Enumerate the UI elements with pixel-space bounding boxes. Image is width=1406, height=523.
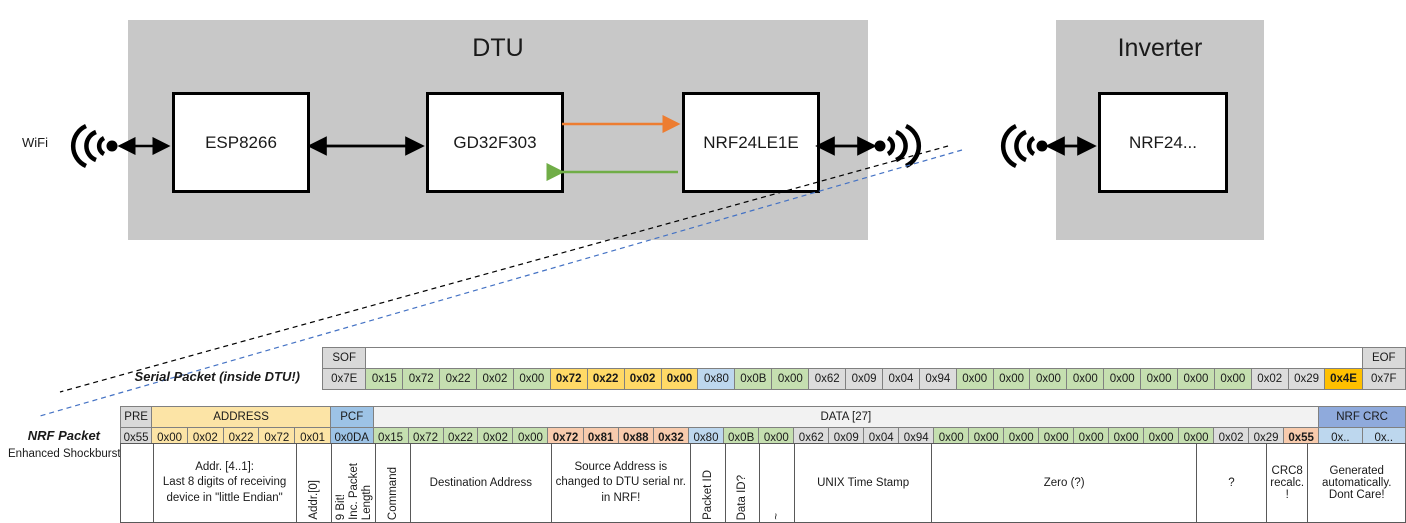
- note-command: Command: [375, 443, 411, 523]
- serial-header-row: SOF EOF: [321, 347, 1406, 369]
- block-diagram: DTU Inverter ESP8266 GD32F303 NRF24LE1E …: [0, 0, 1406, 260]
- serial-byte-16: 0x00: [955, 368, 994, 390]
- serial-byte-26: 0x4E: [1324, 368, 1363, 390]
- serial-byte-5: 0x72: [549, 368, 588, 390]
- note-data-id: Data ID?: [724, 443, 761, 523]
- serial-packet-label: Serial Packet (inside DTU!): [134, 369, 300, 384]
- note-address: Addr. [4..1]:Last 8 digits of receiving …: [152, 443, 297, 523]
- nrf-pcf-header: PCF: [329, 406, 374, 428]
- nrf-pre-header: PRE: [119, 406, 153, 428]
- serial-byte-9: 0x80: [697, 368, 736, 390]
- serial-byte-23: 0x00: [1213, 368, 1252, 390]
- serial-byte-3: 0x02: [475, 368, 514, 390]
- serial-byte-4: 0x00: [512, 368, 551, 390]
- note-zero: Zero (?): [931, 443, 1197, 523]
- serial-byte-10: 0x0B: [734, 368, 773, 390]
- serial-eof-value: 0x7F: [1361, 368, 1406, 390]
- nrf-address-header: ADDRESS: [151, 406, 331, 428]
- serial-sof-header: SOF: [321, 347, 367, 369]
- serial-byte-11: 0x00: [771, 368, 810, 390]
- inverter-title: Inverter: [1117, 34, 1203, 62]
- chip-gd32f303: GD32F303: [426, 92, 564, 193]
- chip-nrf24: NRF24...: [1098, 92, 1228, 193]
- serial-byte-15: 0x94: [918, 368, 957, 390]
- note-destination: Destination Address: [409, 443, 552, 523]
- serial-eof-header: EOF: [1361, 347, 1406, 369]
- nrf-crc-header: NRF CRC: [1318, 406, 1406, 428]
- serial-sof-value: 0x7E: [321, 368, 367, 390]
- serial-byte-19: 0x00: [1066, 368, 1105, 390]
- note-packet-id: Packet ID: [689, 443, 726, 523]
- serial-byte-7: 0x02: [623, 368, 662, 390]
- note-generated: Generated automatically. Dont Care!: [1307, 443, 1406, 523]
- serial-byte-22: 0x00: [1176, 368, 1215, 390]
- note-crc8: CRC8 recalc. !: [1265, 443, 1309, 523]
- nrf-packet-sublabel: Enhanced Shockburst: [8, 448, 121, 460]
- serial-byte-1: 0x72: [402, 368, 441, 390]
- note-tilde: ~: [759, 443, 795, 523]
- serial-byte-24: 0x02: [1250, 368, 1289, 390]
- serial-byte-13: 0x09: [845, 368, 883, 390]
- serial-byte-20: 0x00: [1103, 368, 1142, 390]
- serial-byte-21: 0x00: [1140, 368, 1178, 390]
- note-timestamp: UNIX Time Stamp: [793, 443, 933, 523]
- note-question: ?: [1195, 443, 1267, 523]
- serial-byte-6: 0x22: [586, 368, 625, 390]
- serial-byte-2: 0x22: [439, 368, 477, 390]
- chip-nrf24le1e: NRF24LE1E: [682, 92, 820, 193]
- serial-byte-17: 0x00: [992, 368, 1031, 390]
- annotation-table: Addr. [4..1]:Last 8 digits of receiving …: [120, 443, 1406, 523]
- dtu-title: DTU: [472, 34, 524, 62]
- serial-byte-14: 0x04: [881, 368, 920, 390]
- serial-byte-18: 0x00: [1029, 368, 1068, 390]
- serial-byte-25: 0x29: [1287, 368, 1326, 390]
- note-pre-spacer: [120, 443, 154, 523]
- inverter-enclosure: Inverter: [1056, 20, 1264, 240]
- serial-byte-8: 0x00: [660, 368, 699, 390]
- wifi-label: WiFi: [22, 135, 48, 150]
- nrf-data-header: DATA [27]: [372, 406, 1320, 428]
- note-source: Source Address is changed to DTU serial …: [550, 443, 691, 523]
- chip-esp8266: ESP8266: [172, 92, 310, 193]
- serial-byte-12: 0x62: [808, 368, 847, 390]
- nrf-packet-label: NRF Packet: [27, 428, 100, 443]
- serial-byte-0: 0x15: [365, 368, 404, 390]
- annotation-row: Addr. [4..1]:Last 8 digits of receiving …: [120, 443, 1406, 523]
- serial-header-spacer: [365, 347, 1363, 369]
- note-addr0: Addr.[0]: [295, 443, 333, 523]
